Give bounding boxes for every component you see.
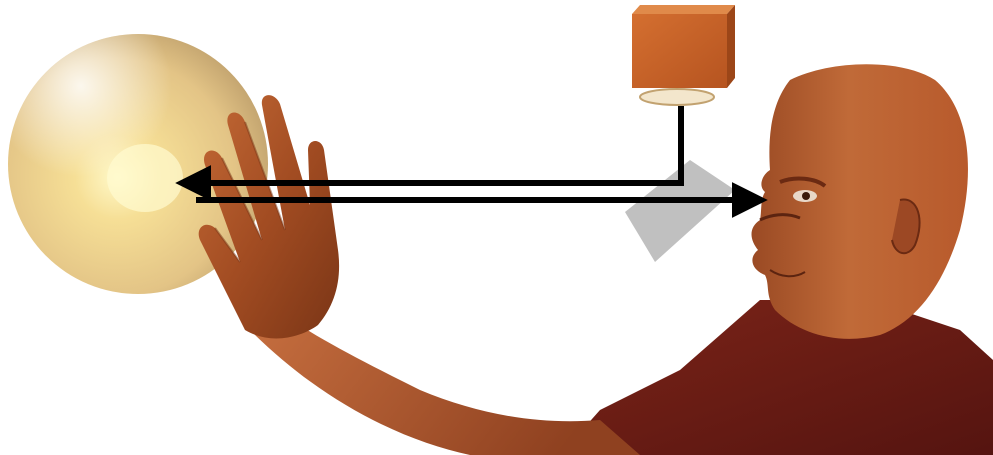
observer-head <box>752 64 968 339</box>
observer-body <box>560 300 993 455</box>
lens-disc <box>640 89 714 105</box>
light-source-box <box>632 5 735 88</box>
